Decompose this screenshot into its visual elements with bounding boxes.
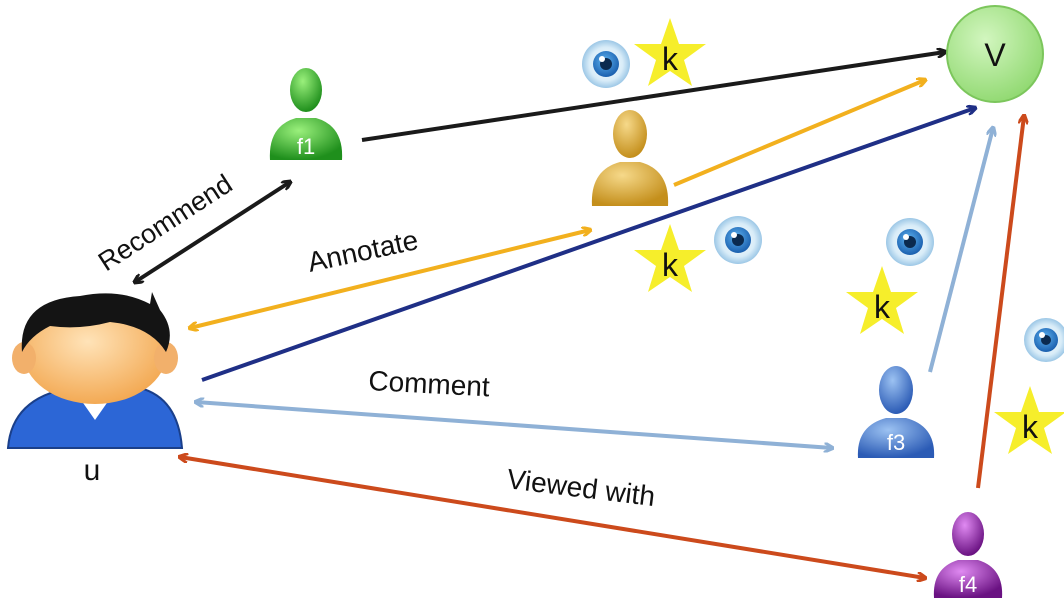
f3-node-label: f3 [887,430,905,455]
star-icon: k [634,18,706,86]
viewed-with-label: Viewed with [505,463,657,512]
f1-node: f1 [269,68,343,160]
star-label: k [662,41,679,77]
user-node-label: u [84,454,101,487]
eye-icon [886,218,934,266]
f1-to-video-edge [361,52,945,142]
f1-node-label: f1 [297,134,315,159]
f2-to-video-edge [673,80,925,187]
viewed-with-edge [180,457,925,578]
star-icon: k [634,224,706,292]
f4-node-label: f4 [959,572,977,597]
star-icon: k [994,386,1064,454]
user-to-video-edge [201,108,975,382]
f2-node [591,110,669,206]
star-label: k [1022,409,1039,445]
star-label: k [874,289,891,325]
comment-label: Comment [368,365,491,402]
video-node-label: V [984,37,1006,73]
user-hair [21,292,170,352]
comment-edge [196,402,832,448]
annotate-edge [190,230,590,328]
star-label: k [662,247,679,283]
annotate-label: Annotate [305,224,421,278]
user-node: u [6,292,184,487]
f3-to-video-edge [928,128,993,373]
eye-icon [714,216,762,264]
eye-icon [582,40,630,88]
f3-node: f3 [857,366,935,458]
f4-to-video-edge [976,116,1024,489]
video-node: V [946,5,1044,103]
eye-icon [1024,318,1064,362]
star-icon: k [846,266,918,334]
f4-node: f4 [933,512,1003,598]
